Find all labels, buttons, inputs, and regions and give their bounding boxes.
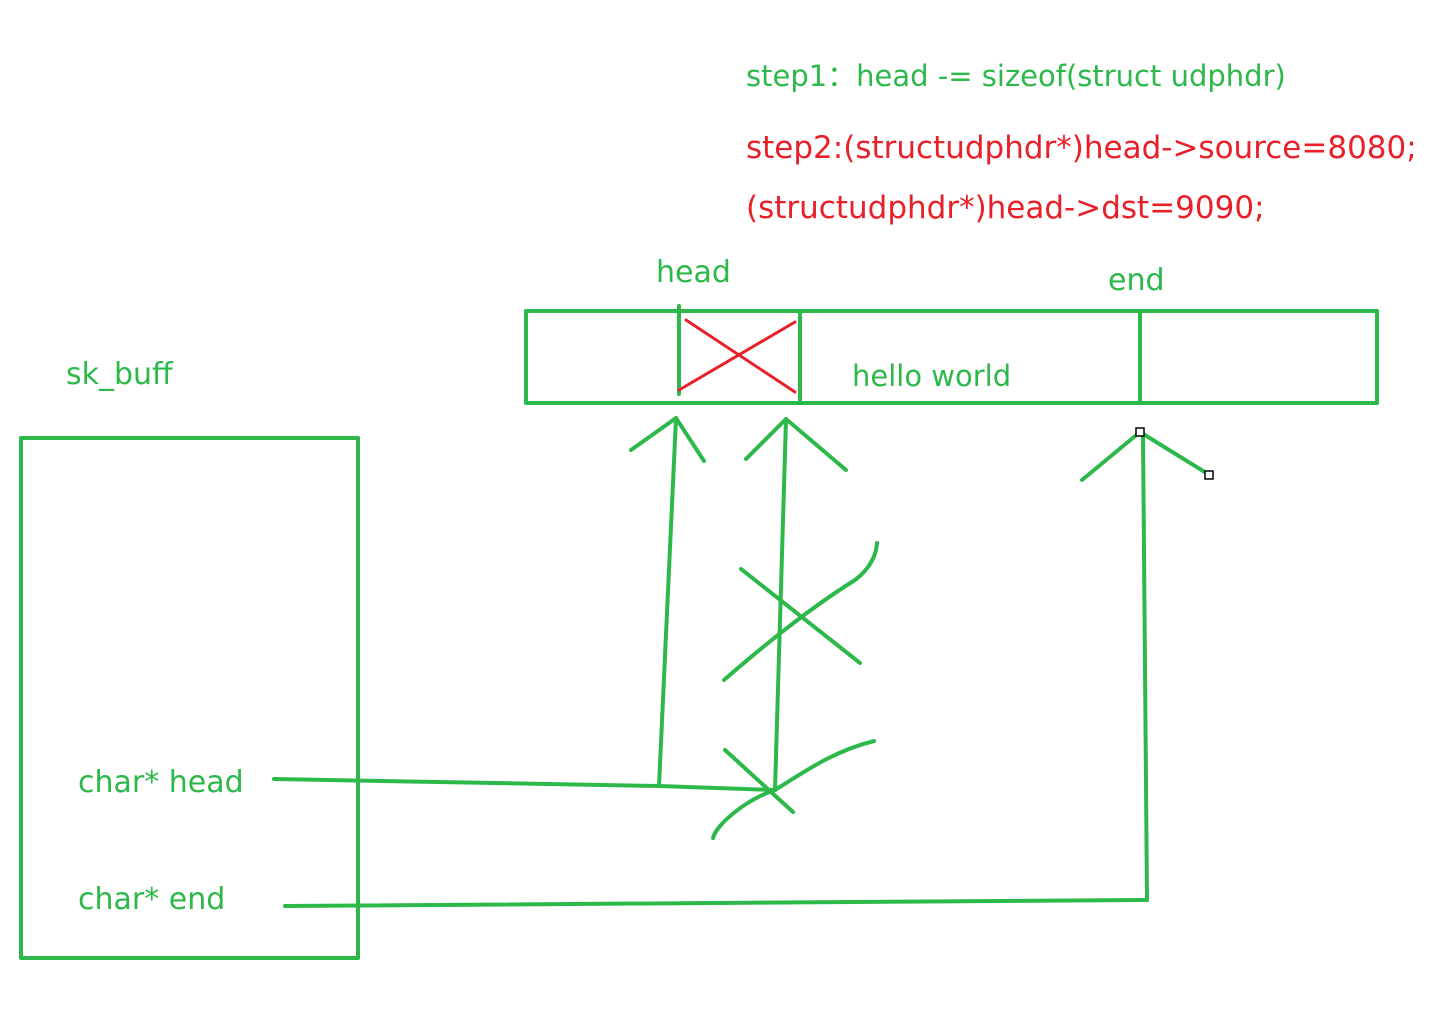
end-pointer-line [283, 432, 1149, 908]
head-pointer-line [272, 416, 678, 788]
step2-line1-text: step2:(structudphdr*)head->source=8080; [746, 130, 1417, 166]
head-pointer-arrowhead [629, 416, 706, 463]
struct-field-head: char* head [78, 765, 244, 800]
old-head-pointer-arrowhead [744, 417, 848, 472]
selection-handle-icon[interactable] [1135, 427, 1145, 437]
step1-text: step1：head -= sizeof(struct udphdr) [746, 59, 1286, 93]
selection-handle-icon[interactable] [1204, 470, 1214, 480]
buffer-end-label: end [1108, 263, 1165, 298]
buffer-head-label: head [656, 255, 731, 290]
header-slot-cross-line-2 [677, 320, 797, 392]
struct-box [19, 436, 360, 960]
header-slot-cross-line-1 [684, 318, 797, 394]
step2-line2-text: (structudphdr*)head->dst=9090; [746, 190, 1265, 226]
old-head-pointer-line [657, 417, 788, 792]
head-pointer-new [272, 416, 706, 788]
head-pointer-old [657, 417, 879, 840]
cross-mark-lower-2 [711, 739, 876, 840]
cross-mark-upper-2 [722, 541, 879, 682]
data-buffer: hello world [524, 304, 1379, 405]
struct-title: sk_buff [66, 357, 174, 392]
end-pointer [283, 427, 1214, 908]
struct-field-end: char* end [78, 882, 225, 917]
cross-mark-lower-1 [723, 748, 795, 814]
buffer-outline [524, 309, 1379, 405]
buffer-payload-text: hello world [852, 359, 1011, 393]
